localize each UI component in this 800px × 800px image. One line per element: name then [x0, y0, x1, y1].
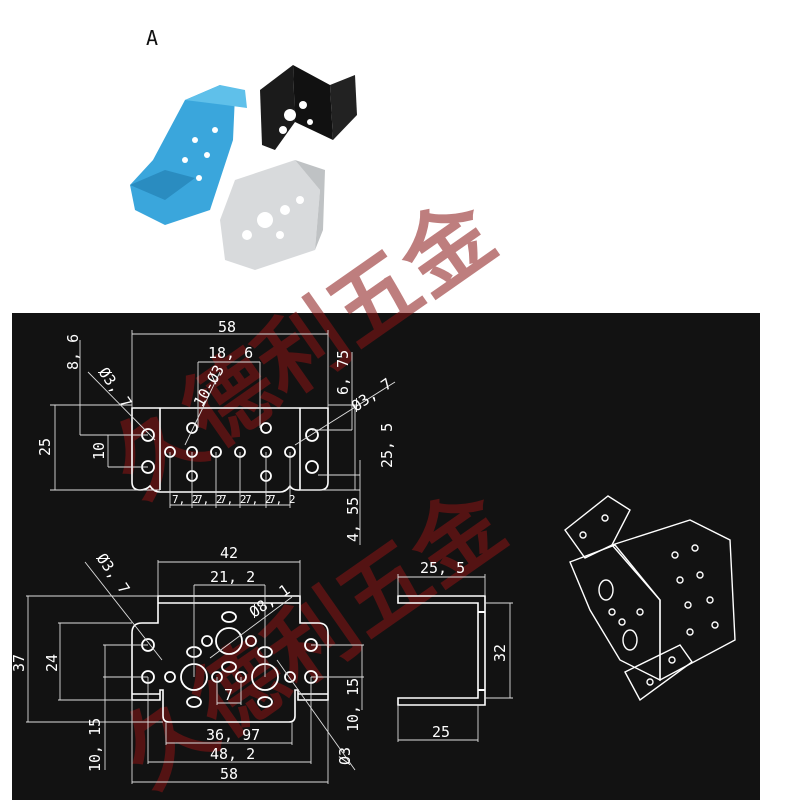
silver-bracket [220, 160, 325, 270]
isometric-view [564, 495, 736, 702]
dim-hole-span: 48, 2 [210, 745, 255, 763]
dim-slot-width: 36, 97 [206, 726, 260, 744]
figure-label: A [146, 26, 159, 50]
dim-center-pitch: 7 [224, 686, 233, 704]
dim-left-offset: 10, 15 [86, 718, 104, 772]
blue-bracket [130, 85, 247, 225]
dim-vertical-pitch: 10 [90, 442, 108, 460]
product-photo [130, 65, 357, 270]
dim-bottom-offset: 4, 55 [344, 497, 362, 542]
dim-pitch: 7, 2 [196, 493, 223, 506]
dim-left-hole: Ø3, 7 [93, 550, 134, 597]
dim-right-offset: 10, 15 [344, 678, 362, 732]
dim-height: 32 [491, 644, 509, 662]
side-view [397, 574, 513, 742]
dim-width-top: 25, 5 [420, 559, 465, 577]
top-view [50, 330, 396, 545]
dim-top-width: 42 [220, 544, 238, 562]
dim-right-hole: Ø3, 7 [348, 375, 395, 416]
dim-pitch: 7, 2 [172, 493, 199, 506]
dim-right-offset: 6, 75 [334, 350, 352, 395]
black-bracket [260, 65, 357, 150]
dim-left-hole: Ø3, 7 [95, 364, 136, 411]
dim-height-right: 25, 5 [378, 423, 396, 468]
dim-inner-spacing: 21, 2 [210, 568, 255, 586]
dim-inner-height: 24 [43, 654, 61, 672]
dim-pitch: 7, 2 [245, 493, 272, 506]
drawing-panel [12, 313, 760, 800]
dim-height: 37 [10, 654, 28, 672]
dim-pitch: 7, 2 [220, 493, 247, 506]
dim-pitch: 7, 2 [269, 493, 296, 506]
dim-width-bottom: 25 [432, 723, 450, 741]
dim-height-left: 25 [36, 438, 54, 456]
dim-width: 58 [220, 765, 238, 783]
dim-left-offset: 8, 6 [64, 334, 82, 370]
dim-width: 58 [218, 318, 236, 336]
dim-hole-spacing: 18, 6 [208, 344, 253, 362]
watermark: 久德利五金 [103, 470, 523, 800]
side-view-dimensions: 25, 5 32 25 [420, 559, 509, 741]
front-view [26, 560, 364, 784]
dim-right-hole: Ø3 [336, 747, 354, 765]
watermark: 久德利五金 [93, 180, 513, 517]
